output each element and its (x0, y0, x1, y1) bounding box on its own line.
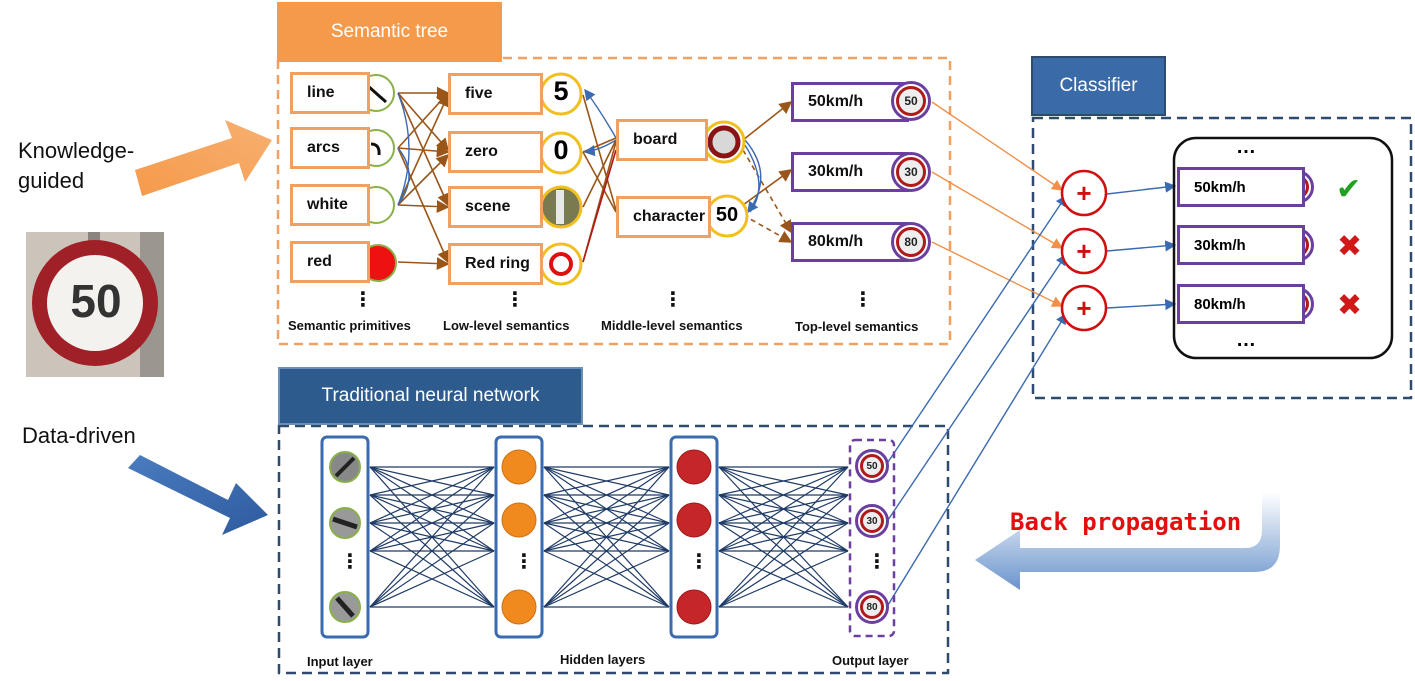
knowledge-arrow (135, 120, 272, 196)
middle-level-icons (702, 120, 749, 238)
header-low-level: Low-level semantics (443, 318, 570, 333)
data-driven-label: Data-driven (22, 423, 136, 448)
back-propagation-arrow (975, 492, 1280, 590)
plus-circles (1060, 169, 1108, 332)
middle-level-board: board (616, 119, 708, 161)
low-level-red-ring: Red ring (448, 243, 543, 285)
semantic-tree-frame (276, 56, 952, 346)
primitives-dots: ⋮ (353, 289, 373, 311)
output-sign-80-icon: 80 (855, 590, 889, 624)
hidden-2-nodes (676, 449, 712, 625)
neural-network-title: Traditional neural network (278, 367, 583, 425)
top-level-50: 50km/h (791, 82, 909, 122)
middle-level-dots: ⋮ (663, 289, 683, 311)
sign-50-icon: 50 (891, 81, 931, 121)
semantic-tree-title: Semantic tree (277, 2, 502, 62)
class-80: 80km/h (1177, 284, 1305, 324)
sign-80-icon: 80 (891, 222, 931, 262)
input-sign-number: 50 (70, 275, 122, 327)
hidden-layer-2-box (669, 435, 719, 639)
middle-level-character: character (616, 196, 711, 238)
class-30: 30km/h (1177, 225, 1305, 265)
header-middle-level: Middle-level semantics (601, 318, 743, 333)
neural-network-frame (277, 424, 950, 675)
data-arrow (128, 455, 268, 535)
hidden-2-dots: ⋮ (689, 551, 709, 573)
hidden-1-nodes (501, 449, 537, 625)
top-level-30: 30km/h (791, 152, 909, 192)
classifier-frame (1031, 116, 1413, 400)
classifier-box (1172, 136, 1394, 360)
knowledge-guided-label: Knowledge- guided (18, 138, 135, 193)
label-hidden-layers: Hidden layers (560, 652, 646, 667)
hidden-layer-1-box (494, 435, 544, 639)
header-top-level: Top-level semantics (795, 319, 919, 334)
check-icon: ✔ (1336, 173, 1362, 206)
low-level-icons (539, 72, 583, 286)
low-level-scene: scene (448, 186, 543, 228)
primitive-line: line (290, 72, 370, 114)
plus-3: + (1076, 293, 1092, 323)
header-semantic-primitives: Semantic primitives (288, 318, 411, 333)
classifier-ellipsis-top: … (1236, 136, 1256, 158)
output-sign-50-icon: 50 (855, 449, 889, 483)
cross-icon: ✖ (1337, 289, 1363, 322)
plus-2: + (1076, 236, 1092, 266)
hidden-1-dots: ⋮ (514, 551, 534, 573)
low-level-dots: ⋮ (505, 289, 525, 311)
character-fifty-icon: 50 (715, 204, 739, 226)
low-level-five: five (448, 73, 543, 115)
label-input-layer: Input layer (307, 654, 373, 669)
cross-icon: ✖ (1337, 230, 1363, 263)
input-layer-box (320, 435, 370, 639)
input-layer-dots: ⋮ (340, 551, 360, 573)
input-nodes (329, 451, 361, 623)
classifier-ellipsis-bottom: … (1236, 329, 1256, 351)
classifier-title: Classifier (1031, 56, 1166, 116)
label-output-layer: Output layer (832, 653, 909, 668)
class-50: 50km/h (1177, 167, 1305, 207)
sign-30-icon: 30 (891, 152, 931, 192)
zero-icon: 0 (553, 135, 569, 165)
output-sign-30-icon: 30 (855, 504, 889, 538)
primitive-white: white (290, 184, 370, 226)
back-propagation-label: Back propagation (1010, 508, 1242, 536)
five-icon: 5 (553, 76, 569, 106)
primitive-arcs: arcs (290, 127, 370, 169)
input-sign-image (26, 232, 164, 377)
low-level-zero: zero (448, 131, 543, 173)
plus-1: + (1076, 178, 1092, 208)
output-layer-box (848, 438, 896, 638)
top-level-dots: ⋮ (853, 289, 873, 311)
top-level-80: 80km/h (791, 222, 909, 262)
output-layer-dots: ⋮ (867, 551, 887, 573)
primitive-red: red (290, 241, 370, 283)
